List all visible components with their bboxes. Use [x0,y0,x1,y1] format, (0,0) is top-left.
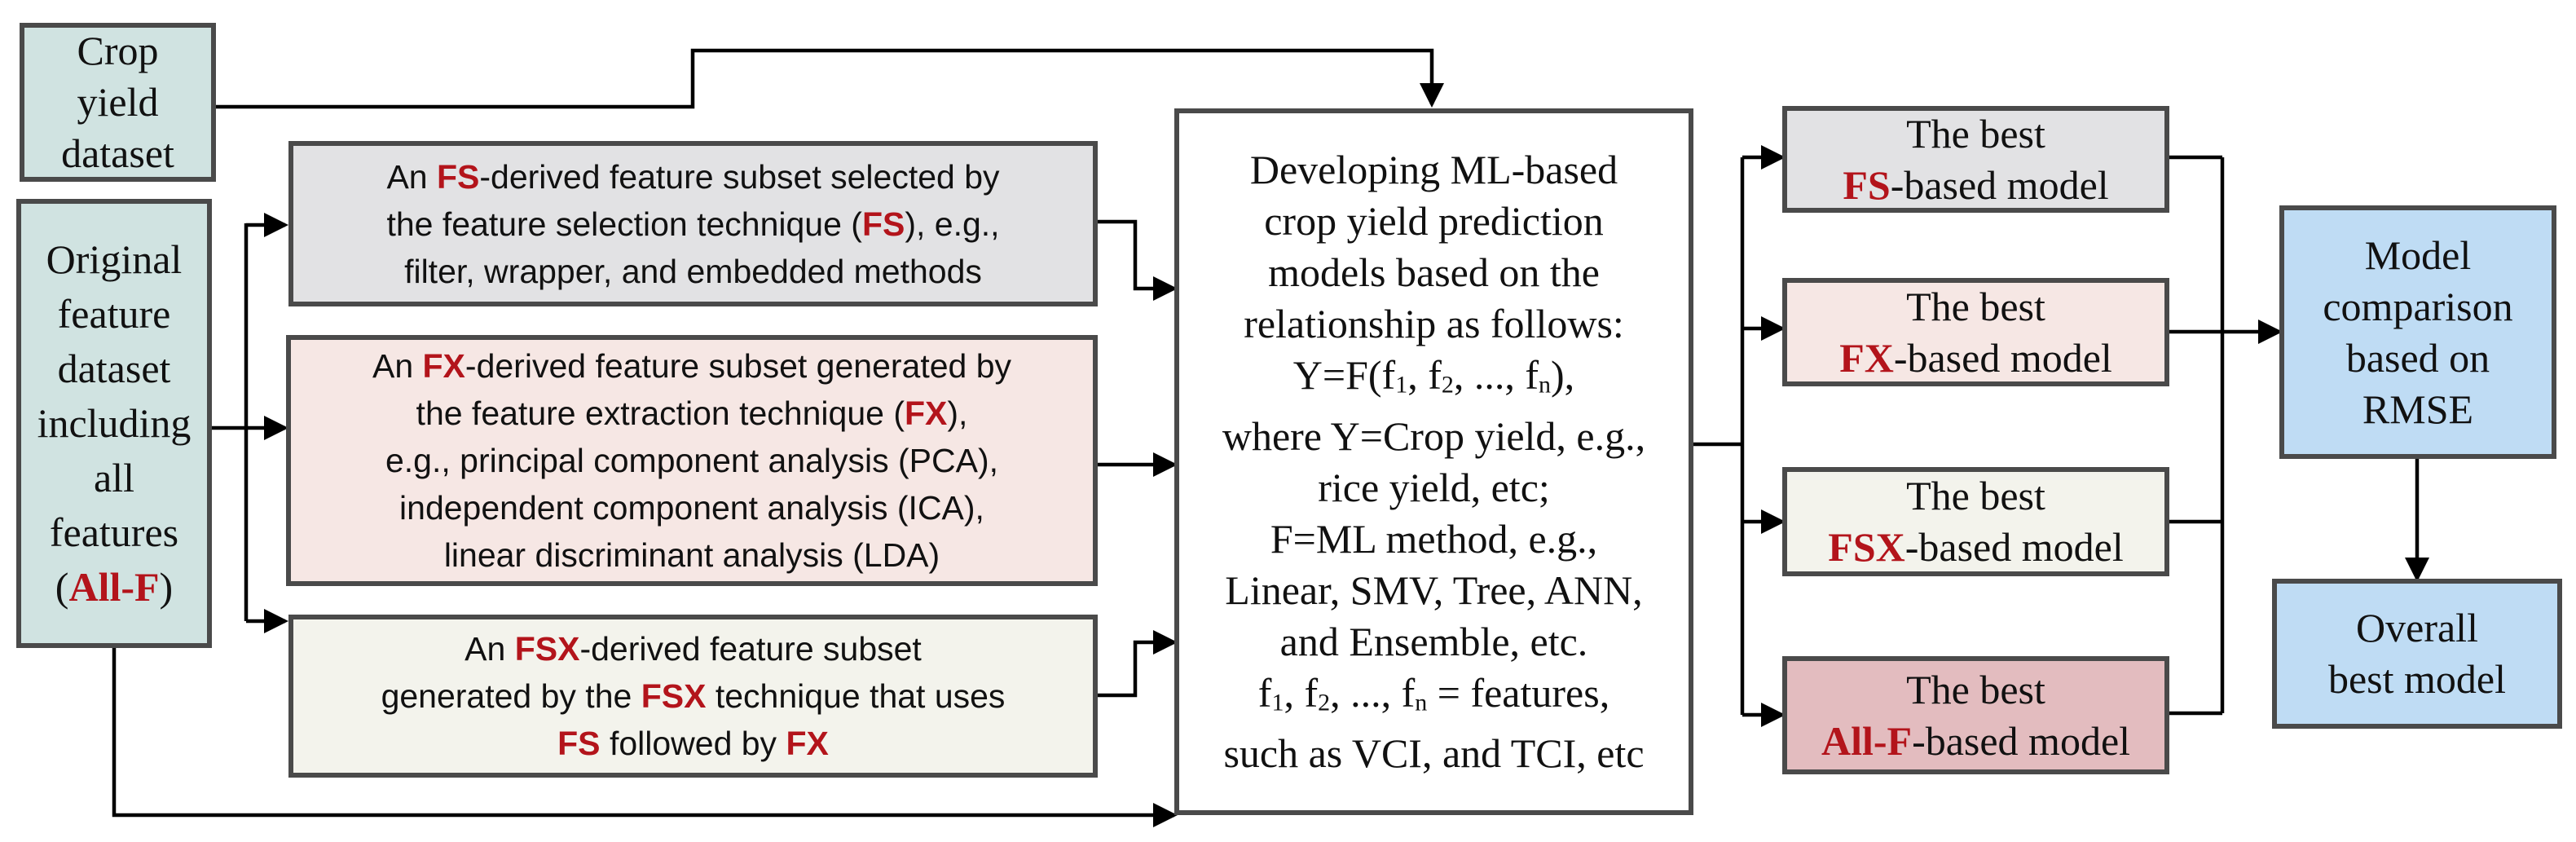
original-line-2: feature [57,291,171,337]
original-line-4: including [37,400,192,446]
original-feature-dataset-box: Original feature dataset including all f… [16,199,212,648]
overall-line-2: best model [2327,656,2507,702]
best-fx-top: The best [1906,283,2045,329]
comparison-line-3: based on [2345,334,2490,381]
fx-line-2: the feature extraction technique (FX), [416,395,968,432]
crop-yield-line-3: dataset [61,130,174,176]
original-line-5: all [94,455,134,500]
ml-features-line: f1, f2, ..., fn = features, [1257,669,1610,716]
ml-line-10: and Ensemble, etc. [1279,618,1588,664]
overall-best-model-box: Overall best model [2272,579,2562,729]
ml-line-1: Developing ML-based [1249,147,1618,192]
fx-line-5: linear discriminant analysis (LDA) [443,536,940,574]
fs-subset-box: An FS-derived feature subset selected by… [288,141,1098,306]
original-line-1: Original [46,236,183,282]
comparison-line-1: Model [2364,231,2472,278]
ml-line-4: relationship as follows: [1244,301,1624,346]
best-allf-bottom: All-F-based model [1821,717,2131,764]
ml-line-2: crop yield prediction [1264,198,1604,244]
ml-line-12: such as VCI, and TCI, etc [1223,730,1645,776]
original-tag-line: (All-F) [55,564,174,610]
best-fs-top: The best [1906,110,2045,156]
crop-yield-dataset-box: Crop yield dataset [20,23,216,182]
original-line-3: dataset [57,346,171,391]
comparison-line-2: comparison [2323,283,2513,329]
fs-line-3: filter, wrapper, and embedded methods [404,252,982,290]
best-allf-model-box: The best All-F-based model [1782,656,2169,774]
fs-line-2: the feature selection technique (FS), e.… [386,205,1000,243]
best-fsx-bottom: FSX-based model [1828,524,2124,570]
ml-formula-line: Y=F(f1, f2, ..., fn), [1292,352,1575,399]
fx-line-4: independent component analysis (ICA), [399,489,984,527]
model-comparison-box: Model comparison based on RMSE [2279,205,2556,459]
best-allf-top: The best [1906,666,2045,712]
fx-line-3: e.g., principal component analysis (PCA)… [385,442,998,479]
comparison-line-4: RMSE [2362,386,2474,432]
arrow-fs-to-ml [1098,219,1178,301]
ml-model-development-box: Developing ML-based crop yield predictio… [1174,108,1693,815]
crop-yield-line-2: yield [77,79,159,125]
arrow-original-to-ml [112,648,1178,827]
arrow-fsx-to-ml [1098,630,1178,698]
fsx-line-1: An FSX-derived feature subset [465,630,922,668]
original-line-6: features [49,509,179,555]
best-fsx-top: The best [1906,473,2045,518]
best-fx-model-box: The best FX-based model [1782,278,2169,386]
fs-line-1: An FS-derived feature subset selected by [386,157,1000,196]
best-fs-model-box: The best FS-based model [1782,106,2169,213]
fsx-line-2: generated by the FSX technique that uses [381,677,1006,715]
ml-line-6: where Y=Crop yield, e.g., [1222,412,1646,459]
ml-line-9: Linear, SMV, Tree, ANN, [1225,566,1643,613]
best-fsx-model-box: The best FSX-based model [1782,467,2169,576]
crop-yield-line-1: Crop [77,28,159,73]
fsx-line-3: FS followed by FX [557,725,829,762]
arrow-crop-to-ml [216,48,1444,109]
best-fx-bottom: FX-based model [1839,334,2112,381]
overall-line-1: Overall [2356,605,2478,650]
ml-line-3: models based on the [1268,249,1600,295]
fsx-subset-box: An FSX-derived feature subset generated … [288,615,1098,778]
fx-line-1: An FX-derived feature subset generated b… [372,347,1012,385]
fx-subset-box: An FX-derived feature subset generated b… [286,335,1098,586]
ml-line-7: rice yield, etc; [1318,464,1550,510]
ml-line-8: F=ML method, e.g., [1270,515,1598,562]
all-f-tag: All-F [68,564,160,610]
best-fs-bottom: FS-based model [1843,161,2109,208]
